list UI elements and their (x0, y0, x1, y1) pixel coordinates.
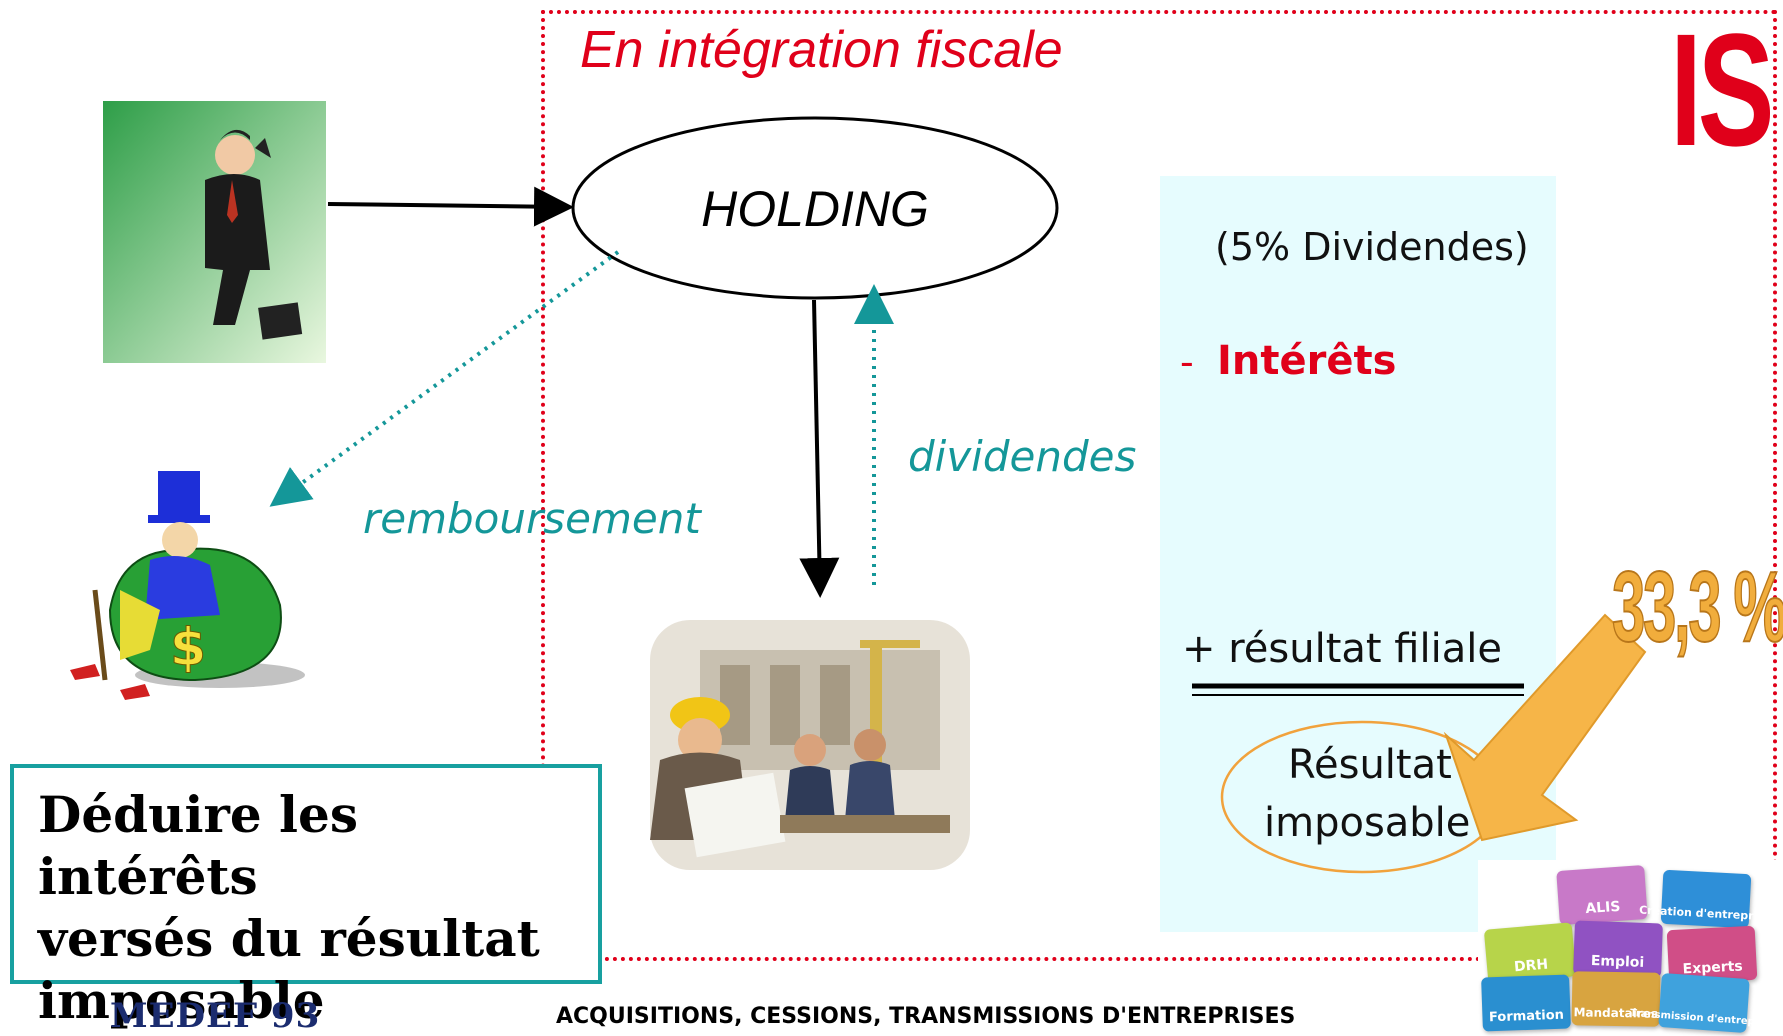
deduct-line-1: Déduire les intérêts (38, 785, 358, 906)
rich-man-illustration: $ (70, 471, 305, 700)
deduct-interest-box: Déduire les intérêts versés du résultat … (10, 764, 602, 1030)
investor-to-holding-arrow (327, 186, 574, 227)
club-tile-alis: ALIS (1556, 864, 1648, 926)
club-tile-creation: Création d'entreprise (1639, 869, 1772, 929)
tax-rate-label: 33,3 % (1611, 550, 1783, 664)
holding-label: HOLDING (701, 181, 929, 237)
remboursement-label: remboursement (363, 494, 701, 543)
dividendes-label: dividendes (908, 432, 1137, 481)
svg-text:$: $ (170, 618, 206, 678)
panel-imposable-label: imposable (1264, 800, 1471, 846)
deduct-line-3: imposable (38, 971, 325, 1030)
businessman-illustration (103, 101, 326, 363)
remboursement-arrow (269, 250, 620, 507)
orange-rate-arrow (1443, 613, 1647, 842)
deduct-line-2: versés du résultat (38, 909, 540, 968)
club-tile-formation: Formation (1481, 974, 1571, 1032)
panel-resultat-label: Résultat (1288, 742, 1452, 788)
footer-medef-logo: MEDEF 93 (110, 996, 321, 1036)
club-tile-emploi: Emploi (1573, 920, 1663, 978)
footer-title: ACQUISITIONS, CESSIONS, TRANSMISSIONS D'… (556, 1004, 1296, 1029)
holding-to-subsidiary-arrow (799, 299, 840, 598)
construction-illustration (650, 620, 970, 870)
fiscal-integration-title: En intégration fiscale (580, 21, 1063, 79)
is-tax-label: IS (1670, 0, 1775, 179)
panel-resultat-filiale-line: + résultat filiale (1182, 626, 1502, 672)
panel-interets-line: Intérêts (1217, 338, 1397, 384)
club-tile-transmission: Transmission d'entreprise (1630, 972, 1776, 1034)
resultat-imposable-ellipse (1220, 720, 1504, 874)
panel-dividends-line: (5% Dividendes) (1215, 225, 1529, 269)
fiscal-integration-frame (541, 10, 1777, 961)
panel-minus-sign: - (1180, 340, 1194, 384)
